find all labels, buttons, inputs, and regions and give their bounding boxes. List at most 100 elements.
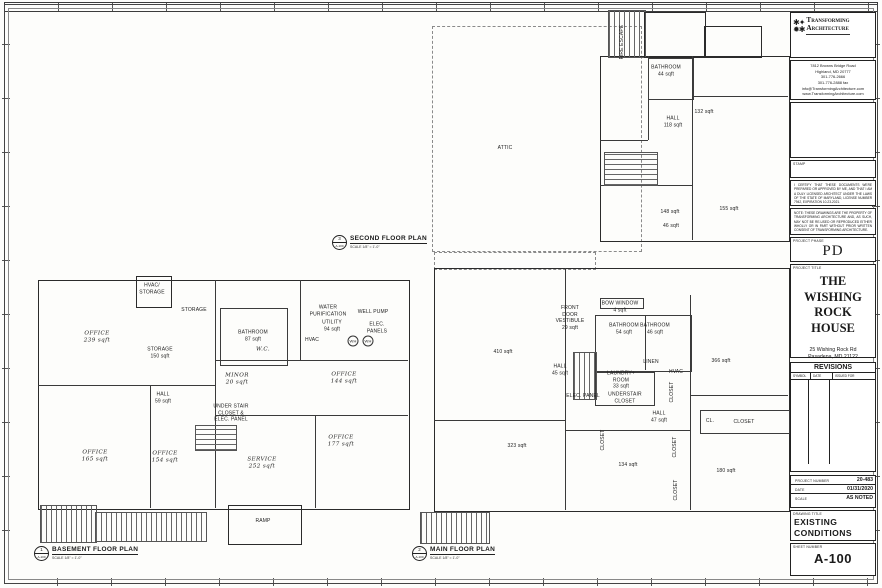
detail-bubble-icon: 3 A-100 — [332, 235, 347, 250]
titleblock-note: NOTE: THESE DRAWINGS ARE THE PROPERTY OF… — [790, 208, 876, 235]
project-number-label: PROJECT NUMBER — [795, 479, 830, 483]
wall — [434, 268, 790, 512]
wall — [644, 12, 706, 58]
stairs — [195, 425, 237, 451]
titleblock-blank-box — [790, 102, 876, 158]
plan-title-basement: 1 A-100 BASEMENT FLOOR PLAN SCALE 1/8" =… — [34, 546, 139, 561]
date-value: 01/31/2020 — [847, 486, 873, 492]
plan-scale-text: SCALE 1/8" = 1'-0" — [350, 245, 380, 249]
ramp-wall — [228, 505, 302, 545]
room-label: WH — [347, 335, 359, 347]
room-label: MINOR 20 sqft — [225, 372, 249, 386]
wall — [434, 420, 565, 421]
revisions-columns: SYMBOL DATE ISSUED FOR — [791, 373, 875, 380]
sheet-number-value: A-100 — [814, 551, 852, 566]
plan-scale-text: SCALE 1/8" = 1'-0" — [52, 556, 82, 560]
room-label: BATHROOM 46 sqft — [640, 322, 670, 336]
note-text: NOTE: THESE DRAWINGS ARE THE PROPERTY OF… — [794, 211, 872, 233]
bow-window-wall — [600, 298, 644, 309]
wall — [600, 140, 648, 141]
room-label: UTILITY 94 sqft — [322, 319, 342, 333]
titleblock-drawing-title: DRAWING TITLE EXISTING CONDITIONS — [790, 510, 876, 541]
room-label: 155 sqft — [719, 205, 739, 212]
date-row: DATE 01/31/2020 — [791, 485, 875, 494]
project-number-row: PROJECT NUMBER 20-483 — [791, 476, 875, 485]
room-label: FIRE ESCAPE — [618, 24, 625, 60]
room-label: UNDERSTAIR CLOSET — [608, 391, 642, 405]
wall — [215, 360, 408, 361]
certification-text: I CERTIFY THAT THESE DOCUMENTS WERE PREP… — [794, 183, 872, 205]
project-address: 25 Wishing Rock Rd Pasadena, MD 21122 — [808, 346, 858, 361]
titleblock-certification: I CERTIFY THAT THESE DOCUMENTS WERE PREP… — [790, 180, 876, 206]
room-label: LINEN — [643, 358, 659, 365]
hvac-storage-wall — [136, 276, 172, 308]
detail-bubble-icon: 1 A-100 — [34, 546, 49, 561]
room-label: HALL 45 sqft — [551, 363, 569, 377]
project-title-label: PROJECT TITLE — [793, 266, 822, 270]
room-label: HALL 47 sqft — [650, 410, 668, 424]
room-label: 132 sqft — [694, 108, 714, 115]
room-label: OFFICE 154 sqft — [151, 450, 179, 464]
wall — [690, 395, 788, 396]
wall — [215, 415, 408, 416]
wall — [600, 56, 790, 242]
room-label: HVAC — [668, 368, 684, 375]
revisions-col-issued: ISSUED FOR — [835, 374, 855, 378]
wall — [150, 385, 151, 508]
titleblock-sheet-number: SHEET NUMBER A-100 — [790, 543, 876, 576]
scale-label: SCALE — [795, 497, 808, 501]
fire-escape-stairs — [608, 10, 646, 58]
titleblock-revisions: REVISIONS SYMBOL DATE ISSUED FOR — [790, 362, 876, 472]
detail-sheet: A-100 — [37, 555, 46, 559]
room-label: CLOSET — [733, 418, 755, 425]
scale-row: SCALE AS NOTED — [791, 494, 875, 502]
titleblock-project-phase: PROJECT PHASE PD — [790, 237, 876, 262]
room-label: OFFICE 144 sqft — [330, 371, 358, 385]
sheet-number-label: SHEET NUMBER — [793, 545, 823, 549]
room-label: OFFICE 239 sqft — [83, 330, 111, 344]
room-label: HALL 118 sqft — [663, 115, 683, 129]
wall — [38, 280, 410, 510]
room-label: CLOSET — [671, 436, 678, 458]
revisions-body — [791, 380, 875, 464]
room-label: 148 sqft — [660, 208, 680, 215]
room-label: 46 sqft — [662, 222, 680, 229]
detail-number: 2 — [413, 547, 426, 554]
room-label: HALL 59 sqft — [154, 391, 172, 405]
room-label: HVAC — [304, 336, 320, 343]
room-label: CLOSET — [599, 429, 606, 451]
project-phase-value: PD — [822, 243, 844, 259]
wall — [565, 268, 566, 510]
sheet-border-outer — [4, 4, 878, 584]
stairs — [604, 152, 658, 186]
room-label: SERVICE 252 sqft — [247, 456, 277, 470]
room-label: ELEC. PANELS — [366, 321, 388, 335]
room-label: 180 sqft — [716, 467, 736, 474]
drawing-title-label: DRAWING TITLE — [793, 512, 822, 516]
stairs — [40, 505, 97, 543]
room-label: WH — [362, 335, 374, 347]
titleblock-logo: ✱✦ ✹✱ Transforming Architecture — [790, 12, 876, 58]
wall — [215, 280, 216, 508]
closet-wall — [700, 410, 790, 434]
bathroom-wall — [648, 58, 694, 100]
room-label: 323 sqft — [507, 442, 527, 449]
wall — [300, 280, 301, 360]
plan-title-main: 2 A-100 MAIN FLOOR PLAN SCALE 1/8" = 1'-… — [412, 546, 496, 561]
room-label: CLOSET — [672, 479, 679, 501]
project-phase-label: PROJECT PHASE — [793, 239, 824, 243]
titleblock-stamp: STAMP — [790, 160, 876, 178]
firm-name-line1: Transforming — [806, 16, 850, 24]
plan-title-second: 3 A-100 SECOND FLOOR PLAN SCALE 1/8" = 1… — [332, 235, 427, 250]
scale-value: AS NOTED — [846, 495, 873, 501]
detail-sheet: A-100 — [335, 244, 344, 248]
date-label: DATE — [795, 488, 805, 492]
detail-sheet: A-100 — [415, 555, 424, 559]
room-label: WELL PUMP — [357, 308, 389, 315]
wall — [38, 385, 215, 386]
room-label: CL. — [705, 417, 715, 424]
detail-number: 3 — [333, 236, 346, 243]
room-label: UNDER STAIR CLOSET & ELEC. PANEL — [213, 403, 249, 423]
plan-title-text: SECOND FLOOR PLAN — [350, 235, 427, 244]
